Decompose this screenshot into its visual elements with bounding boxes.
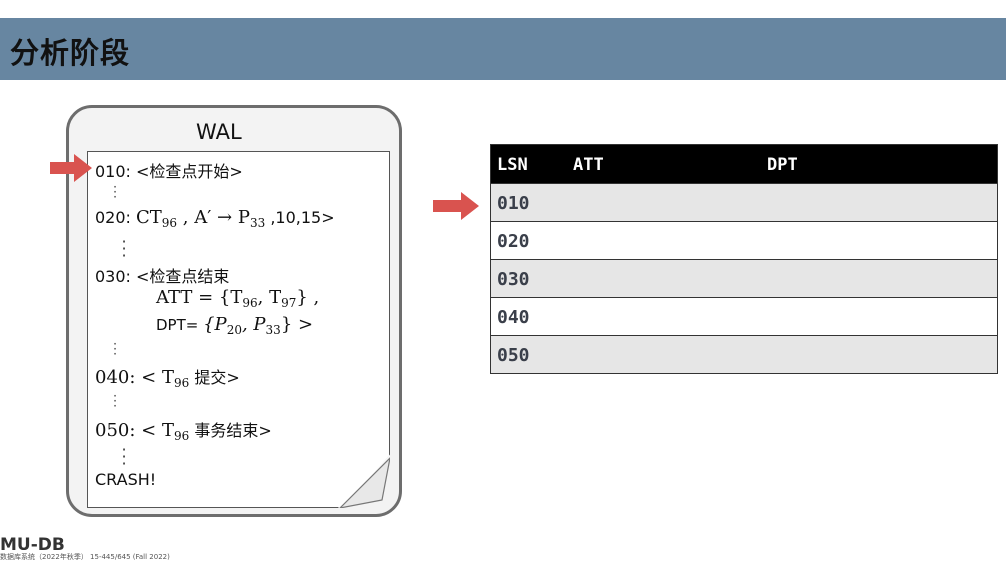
wal-dpt: DPT= {P20, P33} > <box>156 314 314 337</box>
wal-crash: CRASH! <box>95 470 157 489</box>
wal-paper <box>87 151 390 508</box>
vdots-icon: ··· <box>121 232 127 265</box>
wal-att: ATT = {T96, T97} , <box>156 287 320 310</box>
wal-line-030: 030: <检查点结束 <box>95 267 230 286</box>
table-row: 020 <box>491 221 997 259</box>
course-caption: 数据库系统（2022年秋季） 15-445/645 (Fall 2022) <box>0 553 170 561</box>
lsn-cell: 030 <box>497 269 530 290</box>
vdots-icon: ··· <box>113 389 117 413</box>
wal-line-020: 020: CT96 , A′ → P33 ,10,15> <box>95 207 335 230</box>
header-dpt: DPT <box>767 155 798 175</box>
lsn-cell: 050 <box>497 345 530 366</box>
page-title: 分析阶段 <box>10 36 131 70</box>
wal-label: WAL <box>196 120 242 144</box>
wal-line-050: 050: < T96 事务结束> <box>95 420 272 443</box>
lsn-cell: 040 <box>497 307 530 328</box>
cmu-db-logo: MU-DB <box>0 535 65 555</box>
table-row: 040 <box>491 297 997 335</box>
att-dpt-table: LSN ATT DPT 010 020 030 040 050 <box>490 144 998 374</box>
table-header: LSN ATT DPT <box>491 145 997 183</box>
table-row: 010 <box>491 183 997 221</box>
header-lsn: LSN <box>497 155 528 175</box>
vdots-icon: ··· <box>113 337 117 361</box>
title-bar <box>0 18 1006 80</box>
vdots-icon: ··· <box>121 440 127 473</box>
wal-line-010: 010: <检查点开始> <box>95 162 243 181</box>
header-att: ATT <box>573 155 604 175</box>
table-row: 050 <box>491 335 997 373</box>
table-pointer-arrow <box>433 192 479 220</box>
lsn-cell: 020 <box>497 231 530 252</box>
wal-line-040: 040: < T96 提交> <box>95 367 240 390</box>
table-row: 030 <box>491 259 997 297</box>
wal-pointer-arrow <box>50 154 92 182</box>
vdots-icon: ··· <box>113 180 117 204</box>
page-fold <box>338 456 390 508</box>
lsn-cell: 010 <box>497 193 530 214</box>
